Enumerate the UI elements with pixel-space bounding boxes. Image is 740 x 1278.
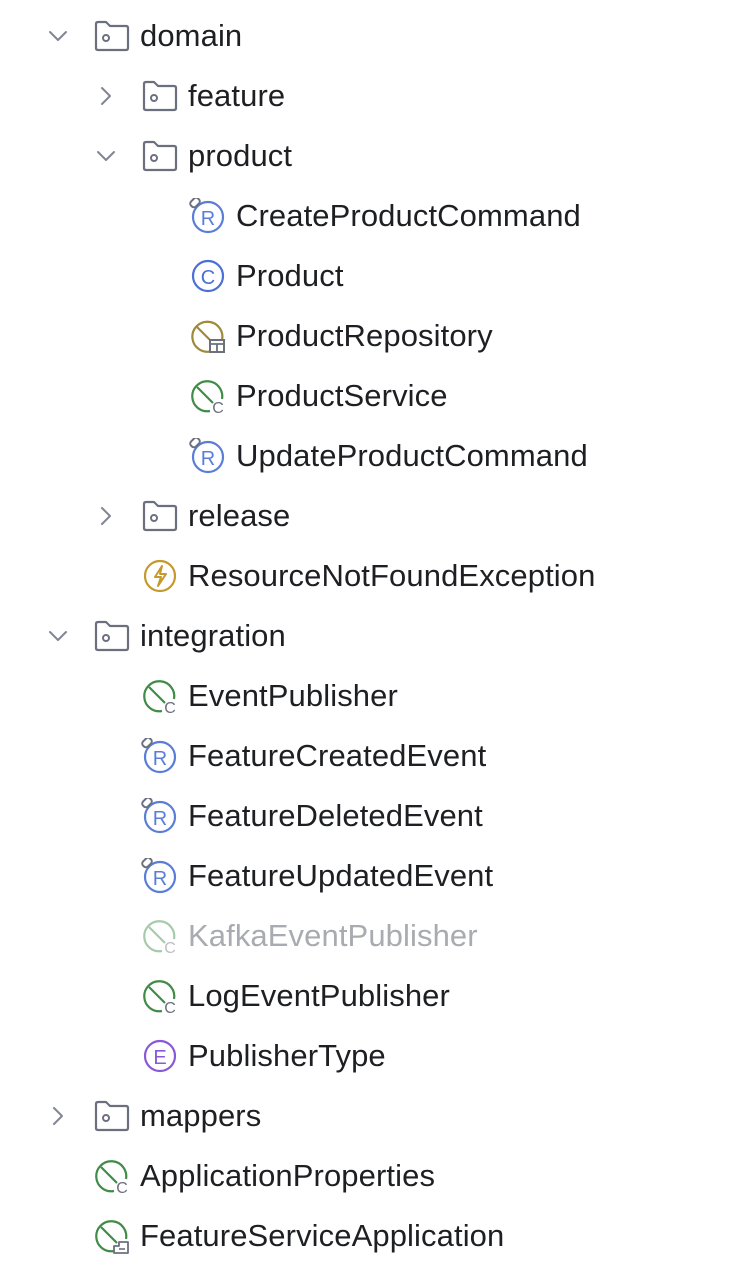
svg-text:R: R [153, 748, 167, 770]
record-icon: R [188, 438, 225, 474]
tree-node-domain[interactable]: domain [0, 6, 740, 66]
tree-node-label: product [188, 138, 293, 173]
tree-node-label: CreateProductCommand [236, 198, 581, 233]
tree-node-release[interactable]: release [0, 486, 740, 546]
package-folder-icon [142, 140, 178, 172]
spring-component-icon: C [143, 680, 176, 714]
svg-text:C: C [164, 1000, 176, 1014]
tree-node-label: FeatureCreatedEvent [188, 738, 487, 773]
svg-text:C: C [212, 400, 224, 414]
tree-node-label: domain [140, 18, 243, 53]
tree-node-label: mappers [140, 1098, 262, 1133]
package-folder-icon [94, 1100, 130, 1132]
spring-boot-app-icon [95, 1220, 129, 1254]
svg-text:E: E [153, 1047, 166, 1069]
tree-node-product-repository[interactable]: ProductRepository [0, 306, 740, 366]
package-folder-icon [94, 620, 130, 652]
svg-text:C: C [164, 940, 176, 954]
tree-node-mappers[interactable]: mappers [0, 1086, 740, 1146]
package-folder-icon [142, 500, 178, 532]
svg-text:C: C [116, 1180, 128, 1194]
record-icon: R [140, 858, 177, 894]
chevron-right-icon[interactable] [94, 504, 118, 528]
chevron-right-icon[interactable] [94, 84, 118, 108]
spring-repository-icon [191, 320, 225, 353]
tree-node-feature-updated-event[interactable]: R FeatureUpdatedEvent [0, 846, 740, 906]
svg-text:C: C [201, 267, 215, 289]
tree-node-label: EventPublisher [188, 678, 398, 713]
tree-node-label: release [188, 498, 291, 533]
tree-node-label: FeatureUpdatedEvent [188, 858, 494, 893]
chevron-down-icon[interactable] [46, 624, 70, 648]
record-icon: R [140, 798, 177, 834]
tree-node-label: FeatureDeletedEvent [188, 798, 483, 833]
tree-node-label: UpdateProductCommand [236, 438, 588, 473]
chevron-down-icon[interactable] [94, 144, 118, 168]
spring-component-icon: C [143, 920, 176, 954]
record-icon: R [140, 738, 177, 774]
svg-text:R: R [153, 868, 167, 890]
tree-node-feature-service-application[interactable]: FeatureServiceApplication [0, 1206, 740, 1266]
package-folder-icon [142, 80, 178, 112]
tree-node-resource-not-found-exception[interactable]: ResourceNotFoundException [0, 546, 740, 606]
record-icon: R [188, 198, 225, 234]
tree-node-product-class[interactable]: C Product [0, 246, 740, 306]
tree-node-feature-created-event[interactable]: R FeatureCreatedEvent [0, 726, 740, 786]
exception-icon [143, 559, 177, 593]
tree-node-label: KafkaEventPublisher [188, 918, 478, 953]
tree-node-log-event-publisher[interactable]: C LogEventPublisher [0, 966, 740, 1026]
spring-component-icon: C [143, 980, 176, 1014]
tree-node-label: Product [236, 258, 344, 293]
package-folder-icon [94, 20, 130, 52]
tree-node-feature[interactable]: feature [0, 66, 740, 126]
tree-node-label: ProductRepository [236, 318, 493, 353]
tree-node-event-publisher[interactable]: C EventPublisher [0, 666, 740, 726]
tree-node-create-product-command[interactable]: R CreateProductCommand [0, 186, 740, 246]
svg-text:R: R [201, 448, 215, 470]
svg-text:R: R [201, 208, 215, 230]
tree-node-feature-deleted-event[interactable]: R FeatureDeletedEvent [0, 786, 740, 846]
svg-text:C: C [164, 700, 176, 714]
tree-node-integration[interactable]: integration [0, 606, 740, 666]
tree-node-label: LogEventPublisher [188, 978, 450, 1013]
tree-node-label: integration [140, 618, 286, 653]
tree-node-label: FeatureServiceApplication [140, 1218, 505, 1253]
tree-node-update-product-command[interactable]: R UpdateProductCommand [0, 426, 740, 486]
enum-icon: E [143, 1039, 177, 1073]
chevron-right-icon[interactable] [46, 1104, 70, 1128]
tree-node-product-service[interactable]: C ProductService [0, 366, 740, 426]
spring-component-icon: C [95, 1160, 128, 1194]
tree-node-publisher-type[interactable]: E PublisherType [0, 1026, 740, 1086]
class-icon: C [191, 259, 225, 293]
spring-component-icon: C [191, 380, 224, 414]
tree-node-product[interactable]: product [0, 126, 740, 186]
tree-node-label: PublisherType [188, 1038, 386, 1073]
tree-node-application-properties[interactable]: C ApplicationProperties [0, 1146, 740, 1206]
tree-node-label: feature [188, 78, 286, 113]
tree-node-kafka-event-publisher[interactable]: C KafkaEventPublisher [0, 906, 740, 966]
svg-text:R: R [153, 808, 167, 830]
tree-node-label: ApplicationProperties [140, 1158, 436, 1193]
tree-node-label: ResourceNotFoundException [188, 558, 596, 593]
chevron-down-icon[interactable] [46, 24, 70, 48]
tree-node-label: ProductService [236, 378, 448, 413]
